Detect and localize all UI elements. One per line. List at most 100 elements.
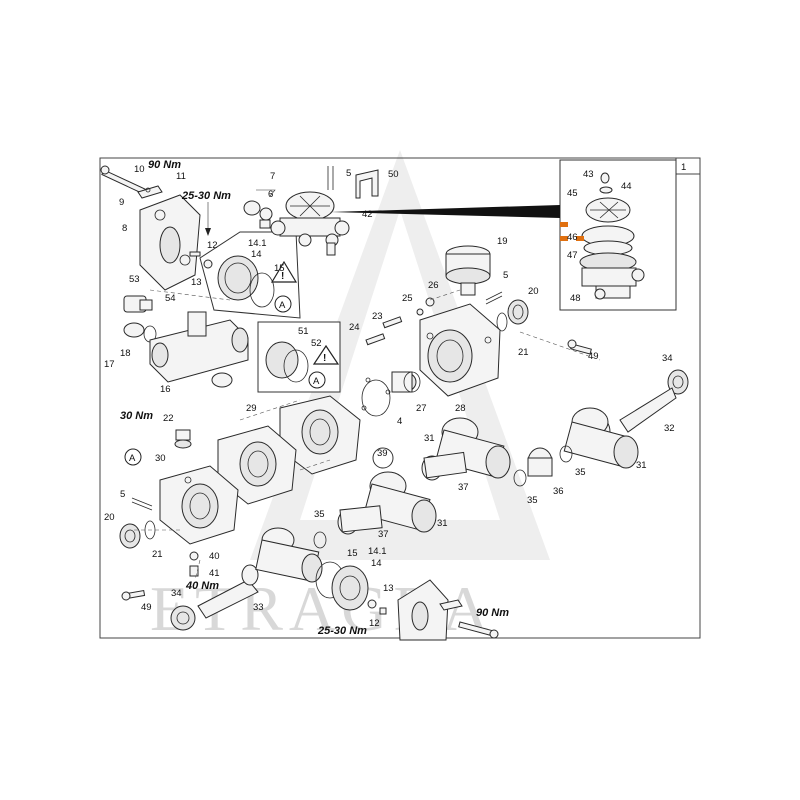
bolt-10-bottom — [439, 599, 499, 639]
callout-12-bottom: 12 — [369, 618, 380, 629]
callout-18: 18 — [120, 348, 131, 359]
callout-22: 22 — [163, 413, 174, 424]
drain-plug-41 — [189, 565, 199, 577]
pump-body-29 — [217, 395, 361, 505]
pin-5-left — [131, 497, 153, 511]
callout-27: 27 — [416, 403, 427, 414]
callout-16: 16 — [160, 384, 171, 395]
diaphragm-kit-outline: ! — [199, 231, 301, 319]
callout-32: 32 — [664, 423, 675, 434]
pump-body-28 — [419, 303, 501, 397]
callout-20-right: 20 — [528, 286, 539, 297]
plug-22 — [174, 429, 192, 449]
callout-45: 45 — [567, 188, 578, 199]
callout-14-bottom: 14 — [371, 558, 382, 569]
torque-screw-bottom: 25-30 Nm — [317, 625, 367, 637]
screw-49-right — [567, 339, 592, 355]
callout-42: 42 — [362, 209, 373, 220]
callout-15-bottom: 15 — [347, 548, 358, 559]
fittings-53-54 — [123, 295, 157, 343]
cover-42 — [270, 191, 350, 256]
callout-36: 36 — [553, 486, 564, 497]
callout-54: 54 — [165, 293, 176, 304]
callout-52: 52 — [311, 338, 322, 349]
callout-35-a: 35 — [527, 495, 538, 506]
oring-35-c — [313, 531, 327, 549]
oring-35-a — [513, 469, 527, 487]
diaphragm-bottom — [315, 561, 369, 611]
valve-parts-7-6 — [243, 189, 276, 229]
bolt-10-top — [100, 165, 163, 199]
callout-14-top: 14 — [251, 249, 262, 260]
detail-box-cover — [330, 159, 677, 311]
callout-40: 40 — [209, 551, 220, 562]
pin-5-top — [327, 166, 334, 190]
seal-20-right — [496, 299, 529, 332]
screw-49-left — [121, 589, 146, 601]
callout-31-mid: 31 — [424, 433, 435, 444]
callout-44: 44 — [621, 181, 632, 192]
plunger-37-bottom — [337, 505, 383, 535]
sheet-number-box — [675, 157, 701, 175]
callout-49-left: 49 — [141, 602, 152, 613]
pin-5-mid — [485, 291, 503, 305]
callout-39: 39 — [377, 448, 388, 459]
callout-29: 29 — [246, 403, 257, 414]
callout-35-b: 35 — [575, 467, 586, 478]
callout-53: 53 — [129, 274, 140, 285]
callout-28: 28 — [455, 403, 466, 414]
callout-23: 23 — [372, 311, 383, 322]
bushing-27 — [391, 371, 421, 393]
pump-body-30 — [159, 465, 239, 545]
torque-plug: 30 Nm — [120, 410, 153, 422]
assembly-lines — [130, 289, 601, 581]
pin-23 — [382, 316, 403, 329]
callout-24: 24 — [349, 322, 360, 333]
torque-screw-top: 25-30 Nm — [181, 190, 231, 202]
badge-a-2: A — [313, 376, 320, 387]
clip-50 — [355, 169, 379, 199]
oil-reservoir-19 — [445, 245, 491, 296]
callout-49-right: 49 — [588, 351, 599, 362]
callout-37-mid: 37 — [458, 482, 469, 493]
torque-bolt-top: 90 Nm — [148, 159, 181, 171]
callout-41: 41 — [209, 568, 220, 579]
svg-text:!: ! — [323, 353, 326, 364]
callout-39-ring — [372, 447, 394, 469]
callout-46: 46 — [567, 232, 578, 243]
callout-31-bottom: 31 — [437, 518, 448, 529]
callout-14-1-bottom: 14.1 — [368, 546, 387, 557]
cylinder-lower — [255, 527, 323, 583]
callout-10: 10 — [134, 164, 145, 175]
pin-24 — [365, 333, 386, 346]
callout-37-bottom: 37 — [378, 529, 389, 540]
callout-50: 50 — [388, 169, 399, 180]
callout-25: 25 — [402, 293, 413, 304]
bearing-34-left — [170, 605, 196, 631]
washer-40 — [189, 551, 199, 561]
plunger-37-mid — [421, 451, 467, 481]
callout-17: 17 — [104, 359, 115, 370]
callout-34-left: 34 — [171, 588, 182, 599]
callout-13-bottom: 13 — [383, 583, 394, 594]
callout-7: 7 — [270, 171, 275, 182]
shaft-33-left — [197, 564, 259, 619]
seal-20-left — [119, 523, 141, 549]
callout-15-top: 15 — [274, 263, 285, 274]
head-plate-bottom — [397, 579, 449, 641]
callout-20-left: 20 — [104, 512, 115, 523]
callout-51: 51 — [298, 326, 309, 337]
sheet-number: 1 — [681, 162, 686, 173]
callout-5-top: 5 — [346, 168, 351, 179]
callout-26: 26 — [428, 280, 439, 291]
manifold-16 — [149, 311, 249, 388]
callout-43: 43 — [583, 169, 594, 180]
retaining-ring-4 — [361, 377, 391, 417]
callout-11: 11 — [176, 171, 186, 182]
callout-12-top: 12 — [207, 240, 218, 251]
seal-36 — [527, 447, 553, 477]
badge-a-3: A — [129, 453, 136, 464]
callout-19: 19 — [497, 236, 508, 247]
callout-6: 6 — [268, 189, 273, 200]
